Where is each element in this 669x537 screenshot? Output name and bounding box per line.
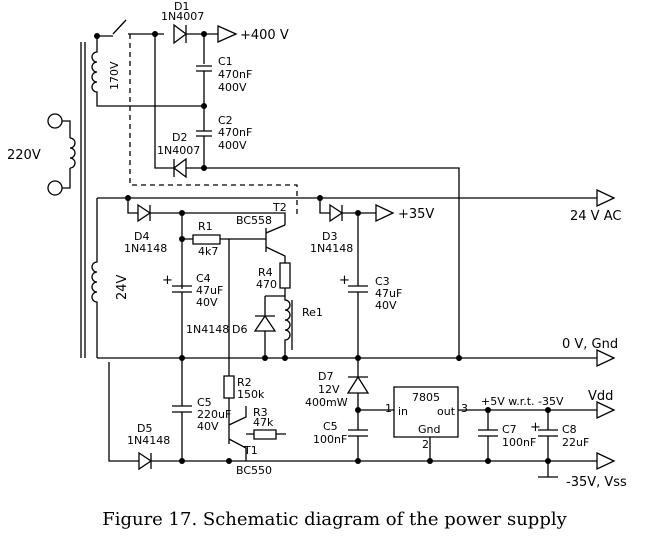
label-c1: C1 (218, 55, 233, 68)
label-220v: 220V (7, 148, 41, 163)
output-hv: +400 V (240, 28, 289, 43)
label-170v: 170V (108, 61, 121, 90)
label-7805-pin2: 2 (422, 438, 429, 451)
label-c5b: C5 (323, 420, 338, 433)
label-c3-cap: 47uF (375, 287, 402, 300)
label-d2-value: 1N4007 (157, 144, 200, 157)
label-d7-volt: 12V (318, 383, 340, 396)
label-d7: D7 (318, 370, 333, 383)
label-r2-value: 150k (237, 388, 265, 401)
label-r4: R4 (258, 266, 273, 279)
label-7805: 7805 (412, 391, 440, 404)
label-c5a-cap: 220uF (197, 408, 231, 421)
label-r4-value: 470 (256, 278, 277, 291)
label-7805-pin1: 1 (385, 402, 392, 415)
label-c3: C3 (375, 275, 390, 288)
label-d7-power: 400mW (305, 396, 348, 409)
label-24v: 24V (115, 274, 130, 300)
label-7805-out: out (437, 405, 456, 418)
figure-caption: Figure 17. Schematic diagram of the powe… (102, 509, 567, 530)
label-c2-cap: 470nF (218, 126, 252, 139)
label-wrt: +5V w.r.t. -35V (481, 395, 564, 408)
label-c7: C7 (502, 423, 517, 436)
output-35v: +35V (398, 207, 434, 222)
plus-c4: + (162, 273, 173, 288)
label-c1-cap: 470nF (218, 68, 252, 81)
label-t2: T2 (272, 201, 287, 214)
label-t1: T1 (243, 444, 258, 457)
label-c7-cap: 100nF (502, 436, 536, 449)
label-c4-volt: 40V (196, 296, 218, 309)
label-d3: D3 (322, 230, 337, 243)
label-t2-value: BC558 (236, 214, 272, 227)
label-c5a: C5 (197, 396, 212, 409)
output-24vac: 24 V AC (570, 209, 621, 224)
plus-c3: + (339, 273, 350, 288)
label-d5-value: 1N4148 (127, 434, 170, 447)
label-c8: C8 (562, 423, 577, 436)
label-d4: D4 (134, 230, 149, 243)
label-r3-value: 47k (253, 416, 274, 429)
output-gnd: 0 V, Gnd (562, 337, 618, 352)
label-c3-volt: 40V (375, 299, 397, 312)
label-c1-volt: 400V (218, 81, 247, 94)
label-c2-volt: 400V (218, 139, 247, 152)
label-re1: Re1 (302, 306, 323, 319)
label-r1-value: 4k7 (198, 245, 218, 258)
label-d6: D6 (232, 323, 247, 336)
label-d6-value: 1N4148 (186, 323, 229, 336)
label-c2: C2 (218, 114, 233, 127)
output-vss: -35V, Vss (566, 475, 627, 490)
label-c4: C4 (196, 272, 211, 285)
label-d1-value: 1N4007 (161, 10, 204, 23)
label-d2: D2 (172, 131, 187, 144)
label-d4-value: 1N4148 (124, 242, 167, 255)
label-c5a-volt: 40V (197, 420, 219, 433)
label-7805-pin3: 3 (461, 402, 468, 415)
label-c4-cap: 47uF (196, 284, 223, 297)
label-7805-gnd: Gnd (418, 423, 440, 436)
label-r1: R1 (198, 220, 213, 233)
plus-c8: + (530, 420, 541, 435)
label-d5: D5 (137, 422, 152, 435)
label-r3: R3 (253, 406, 268, 419)
output-vdd: Vdd (588, 389, 613, 404)
label-d1: D1 (174, 0, 189, 13)
label-c8-cap: 22uF (562, 436, 589, 449)
label-c5b-cap: 100nF (313, 433, 347, 446)
label-d3-value: 1N4148 (310, 242, 353, 255)
label-r2: R2 (237, 376, 252, 389)
label-7805-in: in (398, 405, 408, 418)
label-t1-value: BC550 (236, 464, 272, 477)
